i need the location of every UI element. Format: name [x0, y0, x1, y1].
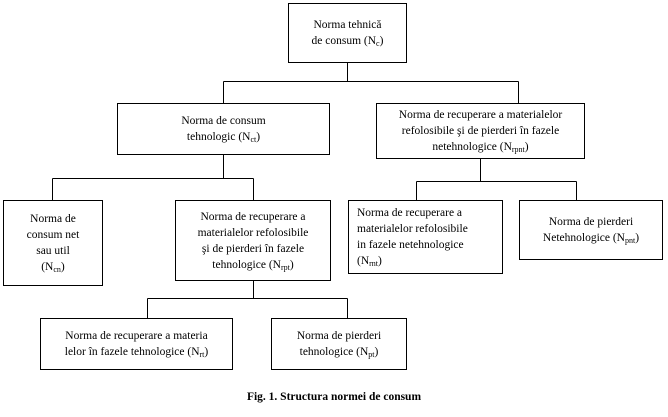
node-text-line: tehnologice (Nrpt) — [212, 257, 293, 273]
node-text-line: refolosibile şi de pierderi în fazele — [402, 123, 559, 139]
node-text-suffix: ) — [256, 131, 261, 143]
node-text: Norma de — [30, 213, 76, 225]
node-text-line: Norma de recuperare a — [357, 205, 499, 221]
node-text: sau util — [36, 245, 70, 257]
node-text-suffix: ) — [289, 258, 294, 271]
node-text-line: in fazele netehnologice — [357, 237, 499, 253]
node-text: tehnologic (N — [186, 131, 251, 143]
node-subscript: rpnt — [511, 145, 525, 154]
node-text: Norma de pierderi — [548, 216, 634, 228]
node-text-line: consum net — [27, 227, 80, 243]
node-text-line: Netehnologice (Npnt) — [543, 230, 639, 246]
node-text: Norma de consum — [181, 115, 266, 127]
node-text: netehnologice (N — [432, 141, 512, 153]
figure-caption: Fig. 1. Structura normei de consum — [246, 391, 422, 403]
node-subscript: cn — [53, 265, 61, 274]
node-pierderi-tehnologice: Norma de pierderi tehnologice (Npt) — [271, 318, 407, 370]
node-text-line: Norma de consum — [181, 113, 265, 129]
node-consum-net: Norma de consum net sau util (Ncn) — [3, 200, 103, 286]
node-text-line: Norma de pierderi — [549, 214, 633, 230]
node-text: (N — [357, 255, 370, 267]
node-norma-tehnica: Norma tehnică de consum (Nc) — [288, 3, 407, 63]
node-text-line: tehnologice (Npt) — [300, 344, 379, 360]
node-text-line: Norma tehnică — [313, 17, 381, 33]
node-text-line: de consum (Nc) — [312, 33, 384, 49]
node-text-line: netehnologice (Nrpnt) — [432, 139, 528, 155]
node-recuperare-materia-tehnologice: Norma de recuperare a materia lelor în fa… — [40, 318, 233, 370]
node-text: Norma tehnică — [313, 19, 382, 31]
node-text: Norma de pierderi — [296, 330, 382, 342]
node-text-line: şi de pierderi în fazele — [202, 241, 304, 257]
node-text-suffix: ) — [374, 346, 379, 358]
node-text: şi de pierderi în fazele — [201, 242, 305, 255]
node-text-suffix: ) — [635, 232, 640, 244]
node-text: in fazele netehnologice — [357, 239, 464, 251]
node-text-line: materialelor refolosibile — [357, 221, 499, 237]
node-text-line: (Nrnt) — [357, 253, 499, 269]
node-text-line: (Ncn) — [41, 259, 65, 275]
node-text-line: sau util — [36, 243, 70, 259]
node-text-line: tehnologic (Nct) — [187, 129, 260, 145]
node-text-line: lelor în fazele tehnologice (Nrt) — [65, 344, 208, 360]
node-text: materialelor refolosibile — [197, 226, 309, 239]
node-text: de consum (N — [311, 35, 377, 47]
node-text-suffix: ) — [378, 255, 382, 267]
node-consum-tehnologic: Norma de consum tehnologic (Nct) — [117, 103, 330, 155]
node-text: tehnologice (N — [212, 258, 281, 271]
node-text-line: Norma de — [30, 211, 76, 227]
node-subscript: pt — [368, 350, 375, 359]
node-subscript: rpt — [280, 262, 290, 272]
node-recuperare-netehnologice: Norma de recuperare a materialelor refolo… — [376, 103, 585, 159]
node-text-suffix: ) — [524, 141, 529, 153]
connector-consum-tehnologic — [52, 155, 254, 200]
node-subscript: rt — [199, 350, 205, 359]
node-text: Norma de recuperare a materia — [65, 330, 208, 342]
connector-root — [223, 63, 519, 103]
node-text: Norma de recuperare a materialelor — [398, 109, 563, 121]
node-recuperare-materiale-netehnologice: Norma de recuperare a materialelor refolo… — [348, 200, 503, 274]
node-text: Norma de recuperare a — [200, 210, 306, 223]
node-text-suffix: ) — [204, 346, 209, 358]
connector-recuperare-netehnologice — [416, 159, 577, 200]
node-text-line: Norma de recuperare a materialelor — [399, 107, 562, 123]
node-text-line: materialelor refolosibile — [198, 225, 309, 241]
node-text-suffix: ) — [379, 35, 384, 47]
node-text-line: Norma de pierderi — [297, 328, 381, 344]
node-subscript: pnt — [625, 236, 636, 245]
node-text: refolosibile şi de pierderi în fazele — [401, 125, 560, 137]
node-text: lelor în fazele tehnologice (N — [64, 346, 200, 358]
node-text-line: Norma de recuperare a — [200, 209, 305, 225]
node-text: tehnologice (N — [299, 346, 369, 358]
node-subscript: ct — [250, 135, 257, 144]
node-text: consum net — [26, 229, 80, 241]
node-text: Norma de recuperare a — [357, 207, 463, 219]
node-recuperare-tehnologice: Norma de recuperare a materialelor refolo… — [175, 200, 331, 281]
node-text-suffix: ) — [60, 261, 65, 273]
node-text: (N — [41, 261, 54, 273]
node-text-line: Norma de recuperare a materia — [65, 328, 207, 344]
connector-recuperare-tehnologice — [147, 281, 348, 318]
node-subscript: c — [376, 39, 380, 48]
node-text: Netehnologice (N — [542, 232, 625, 244]
node-text: materialelor refolosibile — [357, 223, 468, 235]
node-subscript: rnt — [369, 259, 379, 268]
